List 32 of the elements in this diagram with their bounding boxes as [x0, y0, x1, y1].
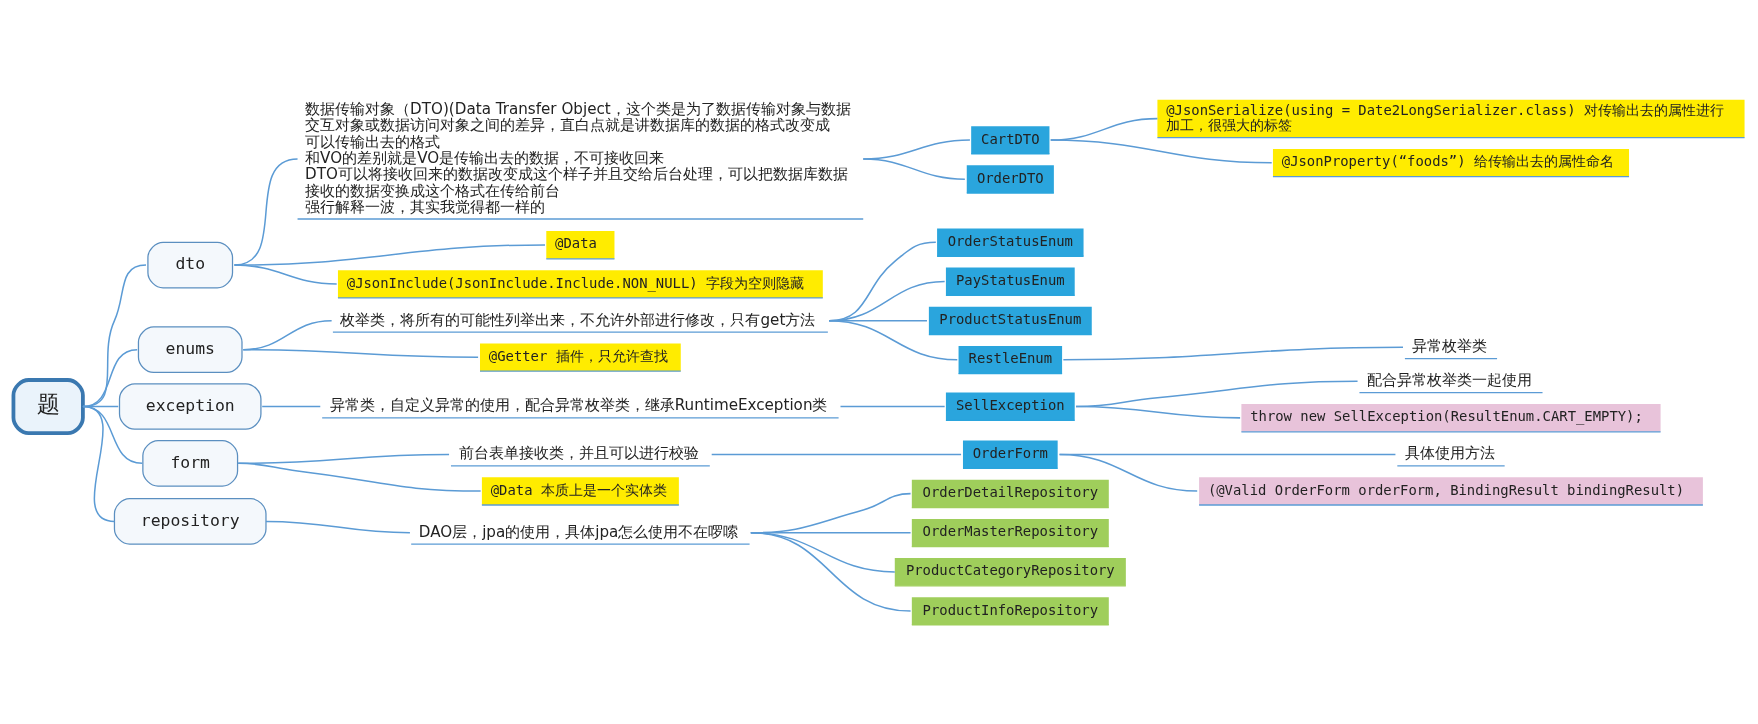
connector — [710, 453, 962, 456]
connector — [242, 348, 479, 359]
connector — [839, 405, 946, 408]
node-box: exception — [118, 383, 262, 430]
connector — [82, 264, 147, 408]
connector — [750, 532, 912, 612]
node-text: DAO层，jpa的使用，具体jpa怎么使用不在啰嗦 — [418, 522, 739, 541]
connector — [261, 405, 322, 408]
node-text: 异常枚举类 — [1412, 337, 1488, 356]
node-box: repository — [113, 498, 267, 545]
node-box: enums — [137, 326, 243, 374]
connector — [265, 520, 411, 534]
connector — [233, 264, 338, 285]
node-text: 前台表单接收类，并且可以进行校验 — [458, 444, 699, 463]
node-text: 具体使用方法 — [1404, 444, 1495, 463]
connector — [82, 405, 116, 523]
node-box: 题 — [11, 378, 85, 435]
node-box: form — [142, 439, 239, 487]
node-text: 枚举类，将所有的可能性列举出来，不允许外部进行修改，只有get方法 — [340, 310, 816, 329]
connector — [1062, 346, 1404, 361]
connector — [1049, 139, 1273, 164]
node-text: 异常类，自定义异常的使用，配合异常枚举类，继承RuntimeException类 — [329, 396, 828, 415]
connector — [237, 462, 482, 492]
node-box: dto — [147, 241, 234, 289]
connector — [82, 348, 138, 408]
connector — [1058, 453, 1198, 492]
node-text: 配合异常枚举类一起使用 — [1367, 371, 1533, 390]
connector — [828, 319, 959, 361]
node-text: 数据传输对象（DTO)(Data Transfer Object，这个类是为了数据传输对象与数据交互对象或数据访问对象之间的差异，直白点就是讲数据库的数据的格式改变成可以传输出去的格式 和VO的差别就是VO是传输出去的数据，不可接收回来 DTO可以将接收回来的数据改变成这个样子并且交给后台处理，可以把数据库数据接收的数据变换成这个格式在传给前台 强行解释一波，其实我觉得都一样的 — [305, 99, 851, 217]
connector — [82, 405, 143, 465]
connector — [1075, 405, 1241, 419]
connector — [862, 158, 966, 180]
